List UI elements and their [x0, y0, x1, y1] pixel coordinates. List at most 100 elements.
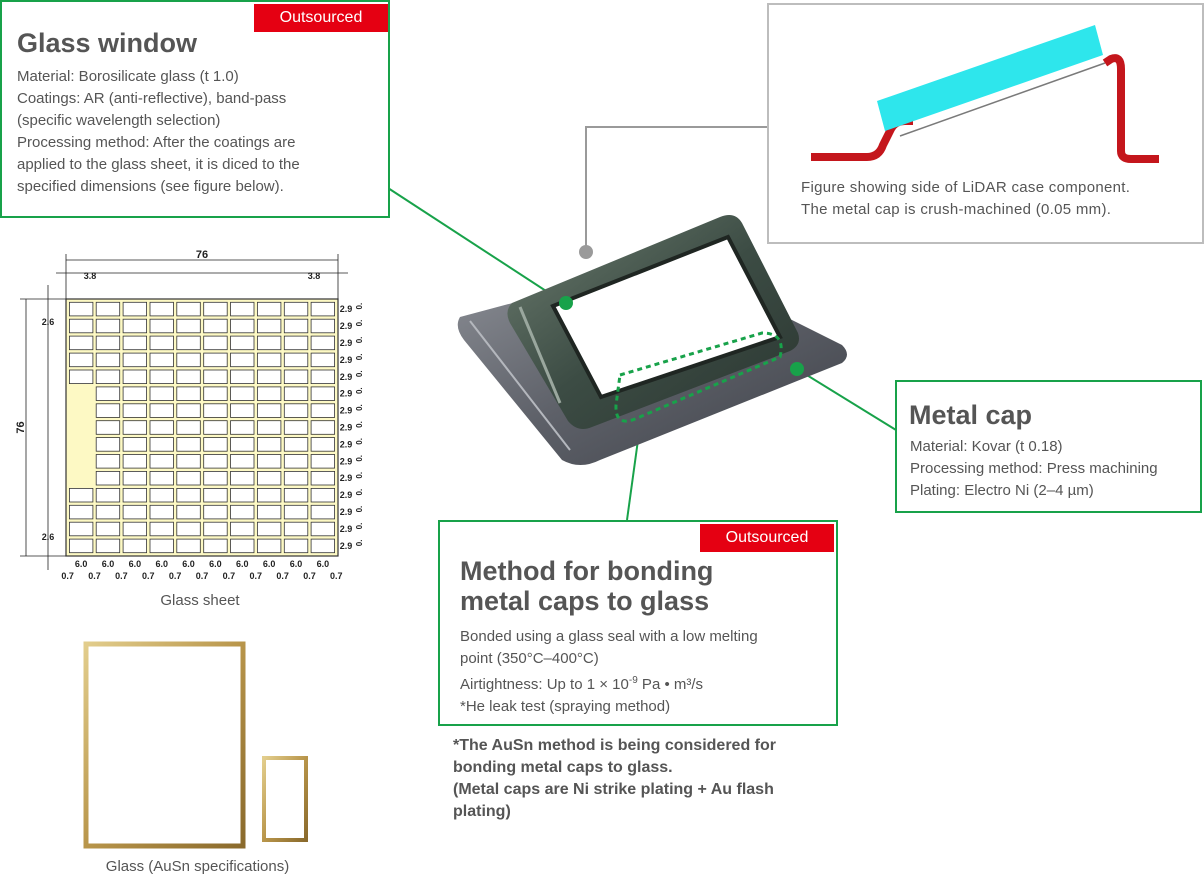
glass-cell — [149, 521, 174, 537]
glass-cell — [310, 301, 336, 317]
bonding-description: Bonded using a glass seal with a low mel… — [460, 626, 830, 718]
cell-height-label: 2.9 — [340, 355, 353, 365]
glass-cell — [176, 487, 201, 503]
right-gap-label: 0. — [355, 523, 364, 530]
glass-cell — [283, 538, 309, 554]
outsourced-badge: Outsourced — [700, 524, 834, 552]
dim-top-row-label: 2.6 — [42, 317, 55, 327]
glass-cell — [176, 352, 201, 368]
cell-height-label: 2.9 — [340, 338, 353, 348]
glass-cell — [69, 521, 94, 537]
cell-width-label: 6.0 — [75, 559, 88, 569]
glass-cell — [95, 504, 121, 520]
glass-window-leader — [387, 187, 567, 305]
glass-cell — [283, 487, 309, 503]
gap-label: 0.7 — [330, 571, 343, 581]
cell-height-label: 2.9 — [340, 406, 353, 416]
glass-cell — [176, 420, 201, 435]
glass-cell — [310, 318, 336, 334]
glass-cell — [176, 437, 201, 452]
right-gap-label: 0. — [355, 404, 364, 411]
lidar-caption: Figure showing side of LiDAR case compon… — [801, 177, 1201, 221]
glass-cell — [230, 504, 255, 520]
glass-cell — [122, 352, 147, 368]
glass-cell — [122, 437, 147, 452]
glass-cell — [149, 318, 174, 334]
cell-height-label: 2.9 — [340, 439, 353, 449]
glass-cell — [310, 335, 336, 351]
glass-cell — [122, 454, 147, 469]
cell-width-label: 6.0 — [317, 559, 330, 569]
lidar-caption-line: Figure showing side of LiDAR case compon… — [801, 179, 1131, 196]
glass-cell — [95, 369, 121, 385]
glass-cell — [283, 521, 309, 537]
glass-cell — [283, 301, 309, 317]
glass-cell — [176, 335, 201, 351]
glass-cell — [256, 386, 282, 401]
right-gap-label: 0. — [355, 354, 364, 361]
glass-cell — [95, 437, 121, 452]
glass-cell — [122, 538, 147, 554]
glass-cell — [69, 352, 94, 368]
glass-cell — [256, 352, 282, 368]
cell-width-label: 6.0 — [155, 559, 168, 569]
glass-cell — [176, 454, 201, 469]
glass-cell — [310, 470, 336, 486]
right-gap-label: 0. — [355, 438, 364, 445]
glass-cell — [176, 386, 201, 401]
glass-cell — [310, 369, 336, 385]
right-gap-label: 0. — [355, 421, 364, 428]
cell-height-label: 2.9 — [340, 456, 353, 466]
bonding-box: Outsourced Method for bonding metal caps… — [438, 520, 838, 726]
glass-piece — [877, 25, 1103, 131]
gap-label: 0.7 — [142, 571, 155, 581]
glass-cell — [230, 369, 255, 385]
glass-cell — [122, 487, 147, 503]
cell-width-label: 6.0 — [209, 559, 222, 569]
glass-cell — [176, 403, 201, 418]
glass-cell — [149, 487, 174, 503]
metal-cap-photo — [457, 215, 847, 465]
glass-cell — [122, 301, 147, 317]
small-glass-frame — [262, 756, 308, 842]
glass-cell — [230, 470, 255, 486]
glass-cell — [149, 504, 174, 520]
glass-cell — [69, 369, 94, 385]
glass-cell — [230, 403, 255, 418]
metal-cap-description: Material: Kovar (t 0.18) Processing meth… — [910, 436, 1200, 502]
bonding-line: Bonded using a glass seal with a low mel… — [460, 628, 758, 645]
glass-window-line: Processing method: After the coatings ar… — [17, 134, 296, 151]
glass-ausn-illustration — [83, 641, 308, 849]
glass-window-marker — [559, 296, 573, 310]
glass-cell — [230, 521, 255, 537]
glass-cell — [256, 487, 282, 503]
glass-cell — [310, 454, 336, 469]
glass-cell — [203, 487, 228, 503]
cell-width-label: 6.0 — [263, 559, 276, 569]
glass-cell — [230, 301, 255, 317]
dim-top-label: 76 — [196, 250, 208, 261]
glass-cell — [122, 369, 147, 385]
glass-cell — [283, 403, 309, 418]
glass-cell — [149, 454, 174, 469]
ausn-note: *The AuSn method is being considered for… — [453, 735, 853, 823]
glass-cell — [310, 420, 336, 435]
glass-cell — [203, 538, 228, 554]
right-gap-label: 0. — [355, 472, 364, 479]
glass-cell — [283, 420, 309, 435]
right-gap-label: 0. — [355, 506, 364, 513]
glass-cell — [149, 301, 174, 317]
bonding-area-outline — [614, 331, 783, 423]
glass-cell — [283, 454, 309, 469]
gap-label: 0.7 — [196, 571, 209, 581]
glass-cell — [176, 504, 201, 520]
bonding-title: Method for bonding metal caps to glass — [460, 556, 713, 616]
cell-height-label: 2.9 — [340, 304, 353, 314]
ausn-note-line: *The AuSn method is being considered for — [453, 737, 776, 754]
airtightness-line: Airtightness: Up to 1 × 10-9 Pa • m³/s — [460, 675, 704, 693]
glass-cell — [203, 318, 228, 334]
glass-window-line: specified dimensions (see figure below). — [17, 178, 284, 195]
glass-cell — [176, 369, 201, 385]
glass-cell — [95, 454, 121, 469]
